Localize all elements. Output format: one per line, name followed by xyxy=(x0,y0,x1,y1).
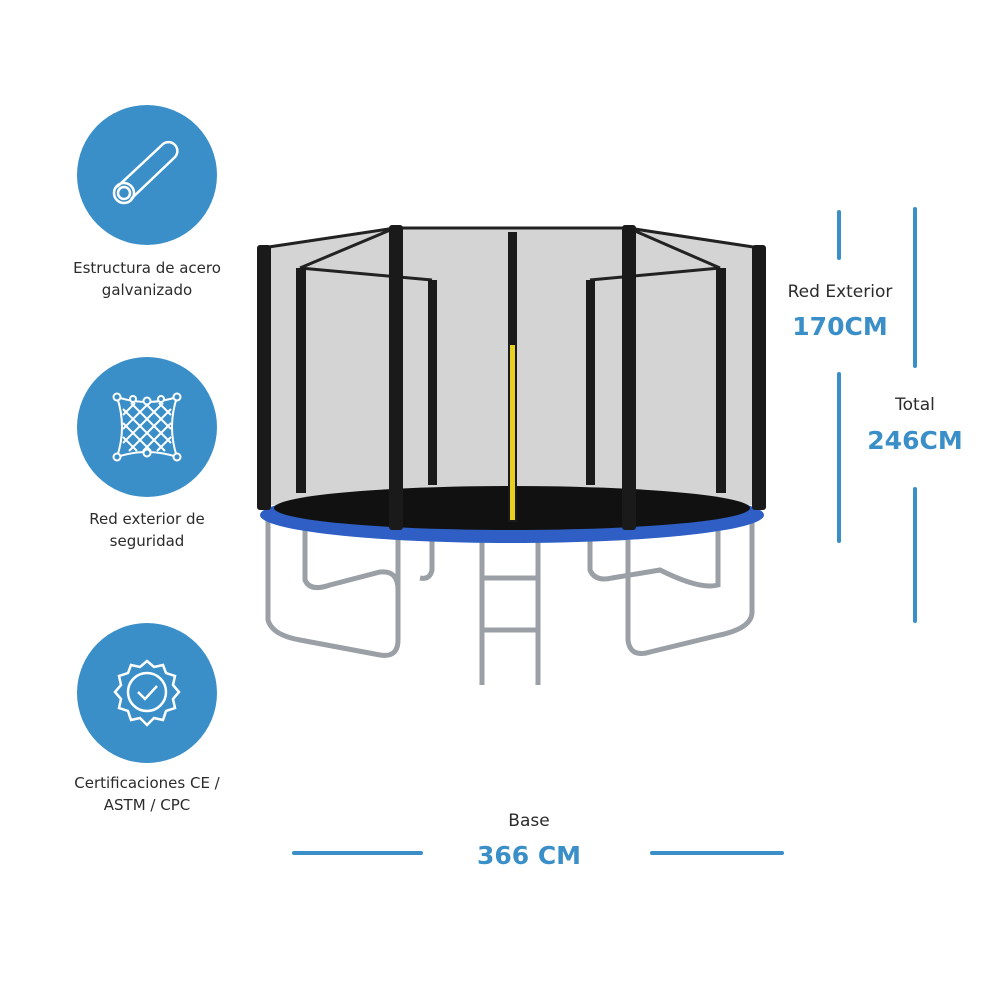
net-value: 170CM xyxy=(792,312,888,341)
total-dimension-line xyxy=(913,487,917,623)
feature-circle-steel xyxy=(77,105,217,245)
net-label: Red Exterior xyxy=(787,282,893,302)
feature-circle-cert xyxy=(77,623,217,763)
feature-label-line: Red exterior de xyxy=(89,510,205,528)
base-value: 366 CM xyxy=(476,841,582,870)
feature-label-line: galvanizado xyxy=(101,281,193,299)
trampoline-legs xyxy=(265,515,755,685)
steel-tube-icon xyxy=(112,140,179,205)
total-label: Total xyxy=(895,395,935,415)
feature-label-line: ASTM / CPC xyxy=(103,796,191,814)
feature-circle-net xyxy=(77,357,217,497)
safety-net-icon xyxy=(112,392,182,462)
feature-label-line: Certificaciones CE / xyxy=(74,774,220,792)
feature-label-cert: Certificaciones CE / ASTM / CPC xyxy=(37,772,257,816)
trampoline-image xyxy=(257,225,766,685)
net-dimension-line xyxy=(837,210,841,260)
certification-badge-icon xyxy=(113,659,181,727)
net-zipper xyxy=(510,345,515,520)
base-dimension-line xyxy=(292,851,423,855)
feature-label-steel: Estructura de acero galvanizado xyxy=(37,257,257,301)
total-dimension-line xyxy=(913,207,917,368)
feature-label-net: Red exterior de seguridad xyxy=(37,508,257,552)
total-value: 246CM xyxy=(867,426,963,455)
net-dimension-line xyxy=(837,372,841,543)
base-label: Base xyxy=(508,811,550,831)
base-dimension-line xyxy=(650,851,784,855)
feature-label-line: seguridad xyxy=(109,532,185,550)
feature-label-line: Estructura de acero xyxy=(73,259,221,277)
